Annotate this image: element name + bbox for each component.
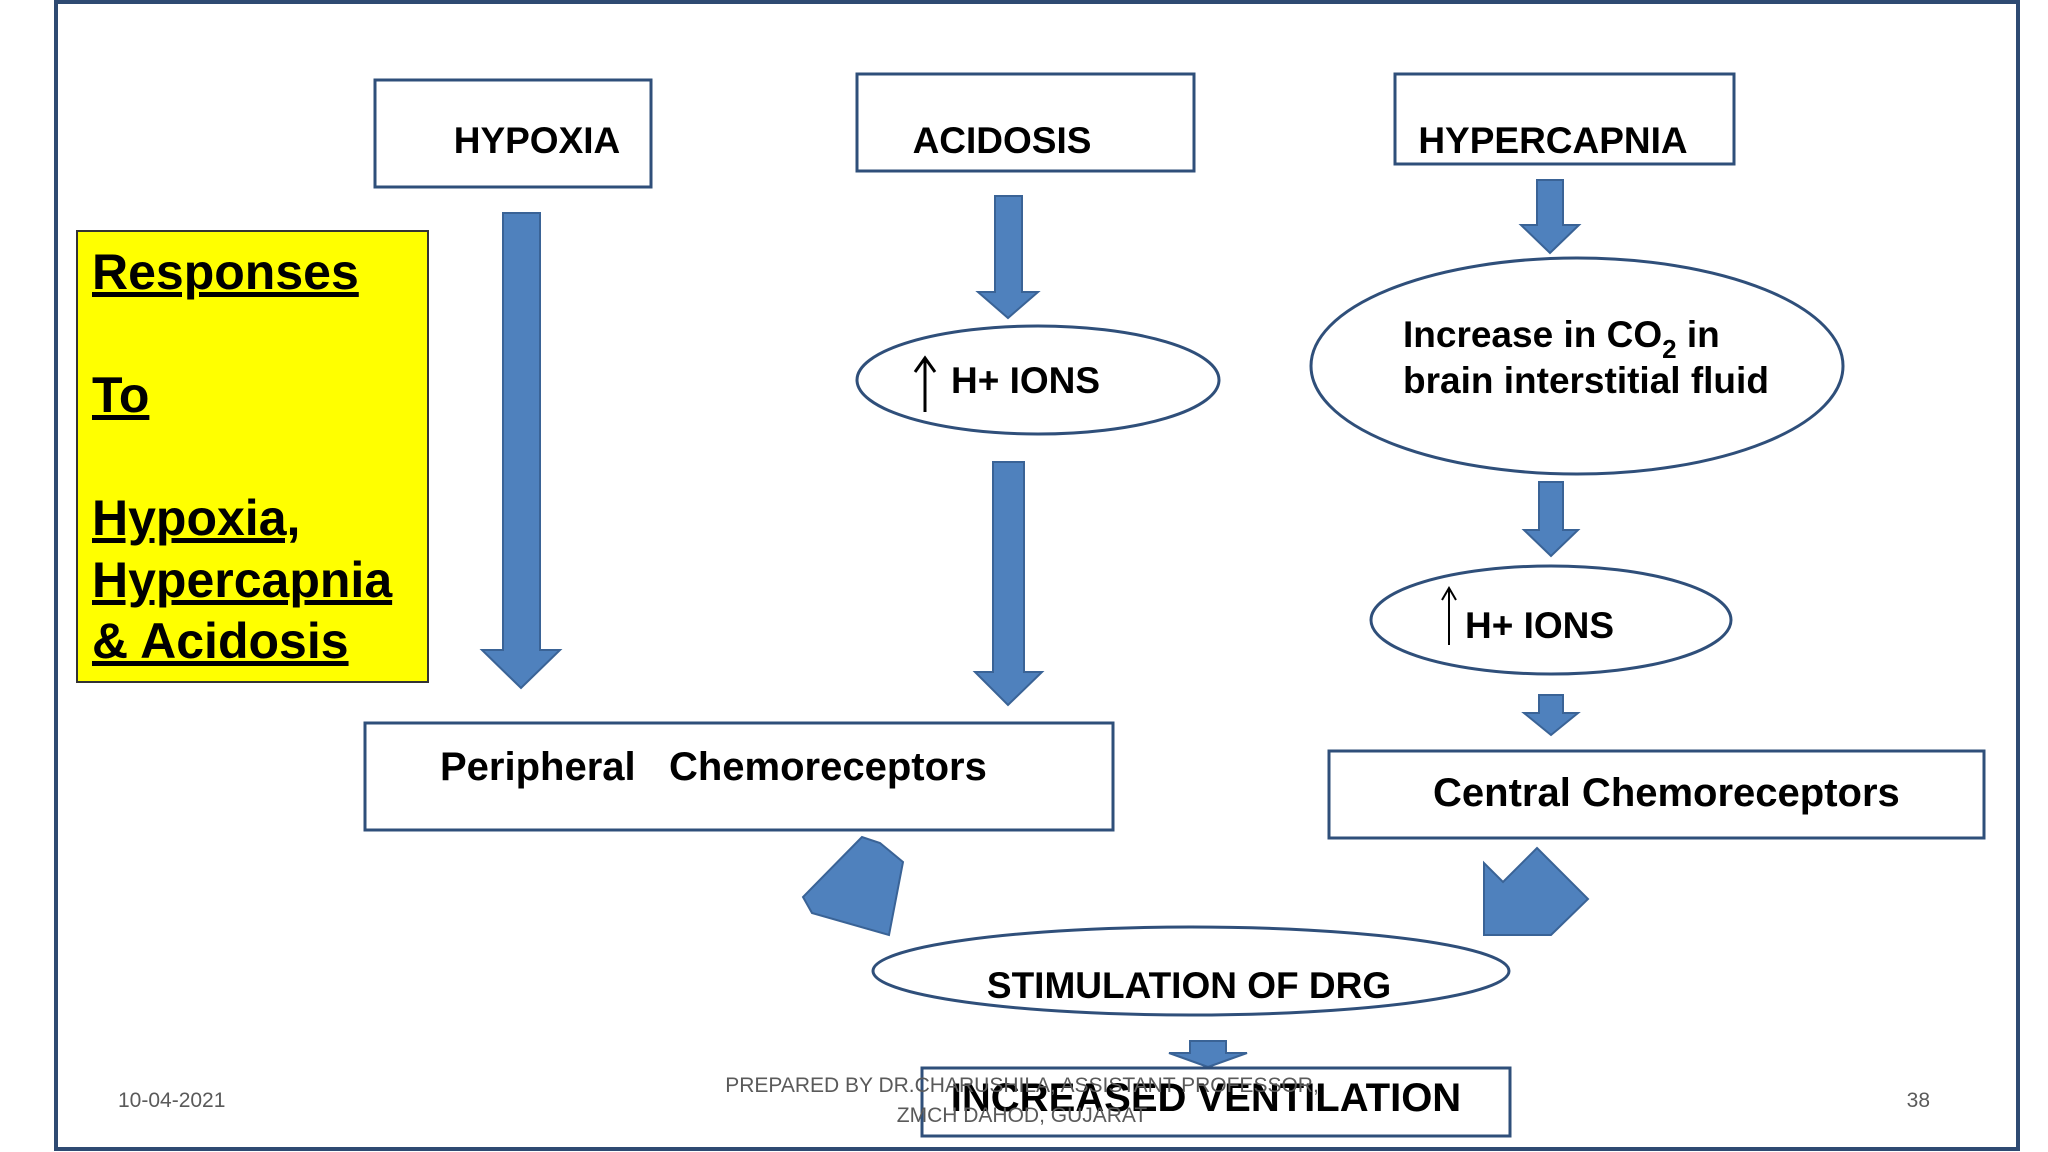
peripheral-chemoreceptors-label: Peripheral Chemoreceptors <box>440 745 987 789</box>
h-ions-right-label: H+ IONS <box>1465 605 1614 646</box>
footer-credit-line2: ZMCH DAHOD, GUJARAT <box>897 1104 1148 1127</box>
central-chemoreceptors-box: Central Chemoreceptors <box>1327 749 1986 840</box>
co2-ellipse: Increase in CO2 in brain interstitial fl… <box>1309 256 1845 476</box>
footer-page-number: 38 <box>1907 1089 1930 1112</box>
increase-arrow-head-icon <box>1441 586 1457 601</box>
callout-box <box>76 230 429 683</box>
acidosis-label: ACIDOSIS <box>913 120 1092 161</box>
h-ions-left-ellipse: H+ IONS <box>855 324 1221 436</box>
hypoxia-box: HYPOXIA <box>373 78 653 189</box>
arrow-drg-to-output <box>1168 1040 1248 1069</box>
central-chemoreceptors-label: Central Chemoreceptors <box>1433 771 1900 815</box>
co2-line1: Increase in CO2 in <box>1403 314 1720 364</box>
callout-line-hypoxia: Hypoxia, <box>92 490 300 546</box>
arrow-hions-to-central <box>1521 694 1581 737</box>
arrow-hypercapnia-to-co2 <box>1518 179 1582 255</box>
callout-line-responses: Responses <box>92 244 359 300</box>
hypercapnia-label: HYPERCAPNIA <box>1418 120 1687 161</box>
h-ions-right-ellipse: H+ IONS <box>1369 564 1733 676</box>
drg-label: STIMULATION OF DRG <box>987 965 1391 1006</box>
arrow-peripheral-to-drg <box>801 835 905 937</box>
callout-line-acidosis: & Acidosis <box>92 613 349 669</box>
arrow-central-to-drg <box>1483 846 1590 936</box>
callout-line-hypercapnia: Hypercapnia <box>92 552 393 608</box>
footer-date: 10-04-2021 <box>118 1089 225 1112</box>
drg-ellipse: STIMULATION OF DRG <box>871 925 1511 1017</box>
increased-ventilation-label: INCREASED VENTILATION <box>951 1076 1461 1120</box>
arrow-co2-to-hions <box>1521 481 1581 558</box>
increased-ventilation-box: INCREASED VENTILATION <box>920 1066 1512 1138</box>
arrow-hypoxia-to-peripheral <box>479 212 563 690</box>
callout-line-to: To <box>92 367 149 423</box>
co2-line2: brain interstitial fluid <box>1403 360 1769 401</box>
arrow-hions-to-peripheral <box>972 461 1045 707</box>
footer-credit-line1: PREPARED BY DR.CHARUSHILA, ASSISTANT PRO… <box>725 1074 1319 1097</box>
hypercapnia-box: HYPERCAPNIA <box>1393 72 1736 166</box>
peripheral-chemoreceptors-box: Peripheral Chemoreceptors <box>363 721 1115 832</box>
h-ions-left-label: H+ IONS <box>951 360 1100 401</box>
arrow-acidosis-to-hions <box>975 195 1041 320</box>
increase-arrow-head-icon <box>913 355 937 373</box>
acidosis-box: ACIDOSIS <box>855 72 1196 173</box>
hypoxia-label: HYPOXIA <box>454 120 621 161</box>
